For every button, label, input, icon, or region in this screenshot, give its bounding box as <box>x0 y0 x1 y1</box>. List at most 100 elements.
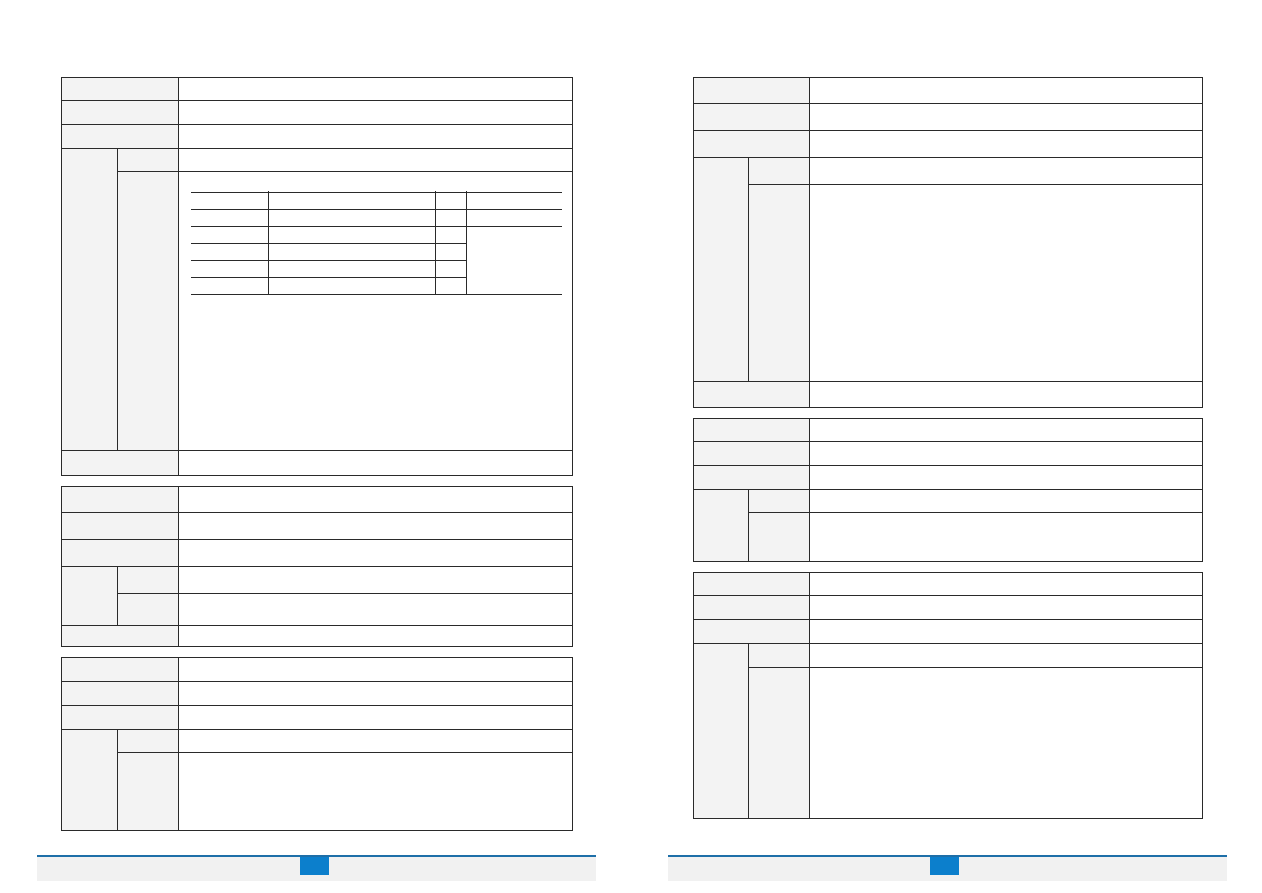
value-cell <box>178 729 573 753</box>
value-cell-with-inner-table <box>178 171 573 451</box>
inner-cell <box>434 260 466 278</box>
inner-cell <box>267 277 435 295</box>
inner-cell <box>191 209 268 227</box>
spec-table-6 <box>693 572 1203 819</box>
value-cell <box>809 130 1203 158</box>
spec-table-2 <box>61 486 573 647</box>
sub-label-cell <box>117 148 179 172</box>
inner-cell <box>267 209 435 227</box>
value-cell <box>809 489 1203 513</box>
value-cell <box>809 77 1203 104</box>
inner-cell <box>267 226 435 244</box>
label-cell <box>61 705 179 730</box>
sub-label-cell <box>748 489 810 513</box>
inner-cell <box>434 277 466 295</box>
page-footer <box>37 855 596 881</box>
value-cell <box>809 184 1203 382</box>
inner-cell <box>267 260 435 278</box>
inner-cell <box>267 243 435 261</box>
inner-cell <box>465 192 562 210</box>
inner-cell <box>434 192 466 210</box>
spec-table-1 <box>61 77 573 476</box>
inner-cell <box>434 226 466 244</box>
value-cell <box>809 441 1203 466</box>
inner-cell <box>191 226 268 244</box>
inner-header-cell <box>267 191 435 193</box>
inner-cell <box>434 243 466 261</box>
value-cell <box>809 103 1203 131</box>
group-label-cell <box>693 157 749 382</box>
spec-table-4 <box>693 77 1203 408</box>
inner-cell <box>191 260 268 278</box>
value-cell <box>809 381 1203 408</box>
value-cell <box>178 566 573 594</box>
sub-label-cell <box>117 566 179 594</box>
label-cell <box>693 441 810 466</box>
label-cell <box>693 381 810 408</box>
sub-label-cell <box>117 171 179 451</box>
label-cell <box>61 77 179 101</box>
inner-cell <box>465 209 562 227</box>
value-cell <box>178 752 573 831</box>
inner-merged-cell <box>465 226 562 295</box>
value-cell <box>178 625 573 647</box>
value-cell <box>178 593 573 626</box>
inner-header-cell <box>465 191 562 193</box>
label-cell <box>693 418 810 442</box>
label-cell <box>61 486 179 513</box>
group-label-cell <box>693 643 749 819</box>
label-cell <box>61 657 179 682</box>
label-cell <box>693 619 810 644</box>
sub-label-cell <box>748 184 810 382</box>
inner-table <box>191 191 562 295</box>
sub-label-cell <box>748 667 810 819</box>
inner-header-cell <box>434 191 466 193</box>
value-cell <box>178 486 573 513</box>
value-cell <box>178 100 573 125</box>
page-number-tab <box>930 857 959 875</box>
page-number-tab <box>300 857 329 875</box>
value-cell <box>178 77 573 101</box>
sub-label-cell <box>117 593 179 626</box>
value-cell <box>809 643 1203 668</box>
value-cell <box>178 450 573 476</box>
page-footer <box>668 855 1227 881</box>
label-cell <box>61 100 179 125</box>
inner-cell <box>191 192 268 210</box>
value-cell <box>178 705 573 730</box>
value-cell <box>809 512 1203 562</box>
group-label-cell <box>61 148 118 451</box>
sub-label-cell <box>117 752 179 831</box>
right-page <box>631 0 1262 893</box>
inner-cell <box>267 192 435 210</box>
label-cell <box>61 625 179 647</box>
value-cell <box>809 572 1203 596</box>
inner-cell <box>434 209 466 227</box>
group-label-cell <box>693 489 749 562</box>
label-cell <box>693 465 810 490</box>
value-cell <box>178 539 573 567</box>
sub-label-cell <box>748 643 810 668</box>
sub-label-cell <box>748 157 810 185</box>
value-cell <box>809 667 1203 819</box>
label-cell <box>693 77 810 104</box>
label-cell <box>693 572 810 596</box>
sub-label-cell <box>748 512 810 562</box>
value-cell <box>178 124 573 149</box>
value-cell <box>178 681 573 706</box>
spec-table-3 <box>61 657 573 831</box>
value-cell <box>178 148 573 172</box>
label-cell <box>61 512 179 540</box>
spec-table-5 <box>693 418 1203 562</box>
label-cell <box>693 130 810 158</box>
label-cell <box>61 681 179 706</box>
inner-cell <box>191 243 268 261</box>
label-cell <box>61 124 179 149</box>
label-cell <box>61 450 179 476</box>
left-page <box>37 77 596 881</box>
group-label-cell <box>61 566 118 626</box>
value-cell <box>178 512 573 540</box>
label-cell <box>61 539 179 567</box>
inner-header-cell <box>191 191 268 193</box>
value-cell <box>809 595 1203 620</box>
